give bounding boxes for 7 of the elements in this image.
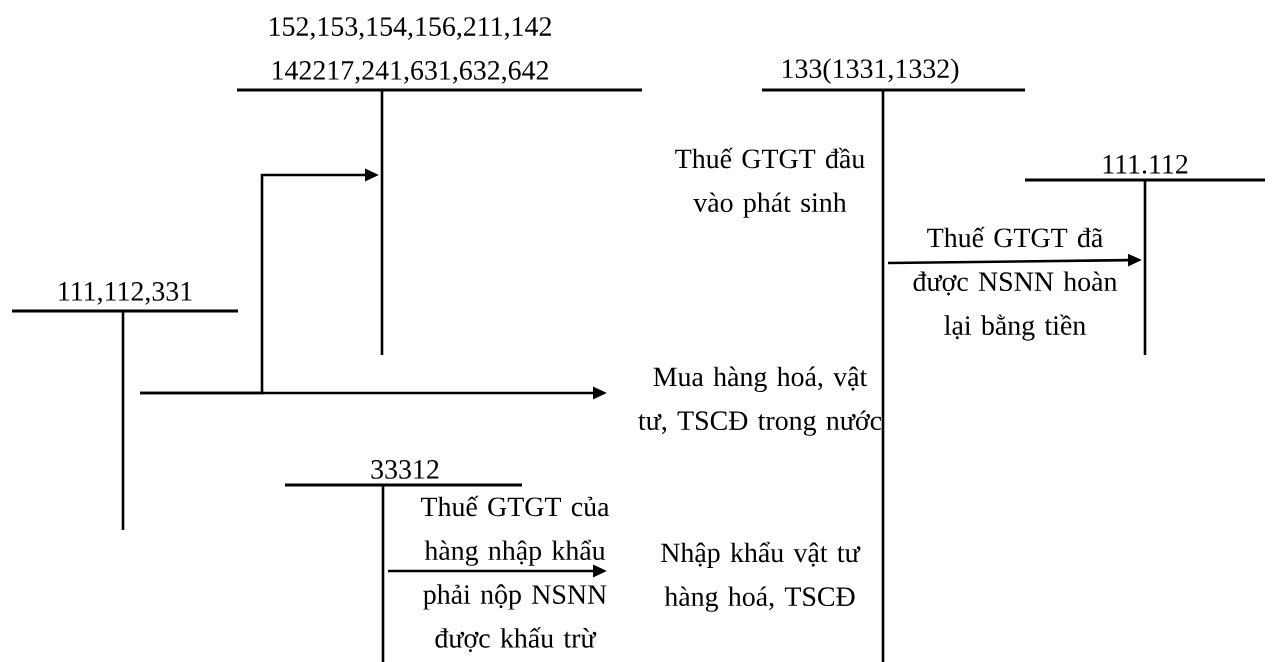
t-account: 152,153,154,156,211,142 142217,241,631,632,642: [237, 17, 642, 355]
edge-label: Thuế GTGT đã được NSNN hoàn lại bằng tiền: [913, 226, 1118, 341]
t-account: 111,112,331: [12, 282, 238, 530]
note-text: Thuế GTGT đầu vào phát sinh: [675, 147, 865, 218]
note-text: Nhập khẩu vật tư hàng hoá, TSCĐ: [661, 541, 861, 612]
note-text: Mua hàng hoá, vật tư, TSCĐ trong nước: [638, 366, 882, 436]
edge-label: Thuế GTGT của hàng nhập khẩu phải nộp NSNN được khấu trừ: [421, 495, 610, 653]
